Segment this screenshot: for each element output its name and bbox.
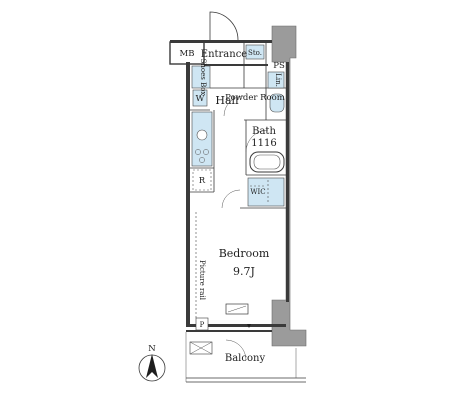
label-bath: Bath <box>252 126 276 137</box>
label-powder-room: Powder Room <box>225 93 285 103</box>
label-picture-rail: Picture rail <box>198 260 206 301</box>
washer-fixture <box>192 89 208 107</box>
pipe-box <box>195 317 209 331</box>
label-powder-room-line: Powder Room <box>225 93 285 103</box>
balcony-area <box>185 330 306 383</box>
label-linen: Lin. <box>274 73 282 87</box>
toilet-fixture <box>269 93 285 113</box>
bath-basin <box>253 154 281 170</box>
label-bedroom-size: 9.7J <box>233 265 255 278</box>
shoes-box-fixture <box>191 65 211 89</box>
label-north: N <box>148 344 156 354</box>
linen-fixture <box>267 71 285 89</box>
label-bedroom: Bedroom <box>219 247 270 260</box>
storage-closet <box>245 44 265 60</box>
bedroom-floor-marker <box>225 303 249 315</box>
fridge-fixture <box>192 169 212 191</box>
label-shoes-box: Shoes Box <box>199 59 207 96</box>
label-wic: WIC <box>250 188 265 196</box>
label-washer: W <box>196 94 205 104</box>
entry-arrow <box>247 324 251 328</box>
label-entrance: Entrance <box>201 49 248 60</box>
bathtub-fixture <box>249 151 285 173</box>
label-fridge: R <box>199 176 206 186</box>
outer-walls <box>170 40 289 327</box>
label-mb: MB <box>180 49 195 59</box>
label-bath-size: 1116 <box>251 138 276 149</box>
sink-fixture <box>196 129 208 141</box>
entrance-door <box>209 11 239 41</box>
label-hall: Hall <box>215 94 239 107</box>
label-storage: Sto. <box>248 49 262 57</box>
interior-doors <box>221 95 269 361</box>
stove-fixture <box>195 149 209 163</box>
label-ps: PS <box>273 61 285 71</box>
label-pipe: P <box>200 321 205 329</box>
label-balcony: Balcony <box>225 353 266 364</box>
partitions <box>190 43 286 209</box>
wic-fixture <box>247 177 285 207</box>
north-arrow <box>138 354 166 382</box>
